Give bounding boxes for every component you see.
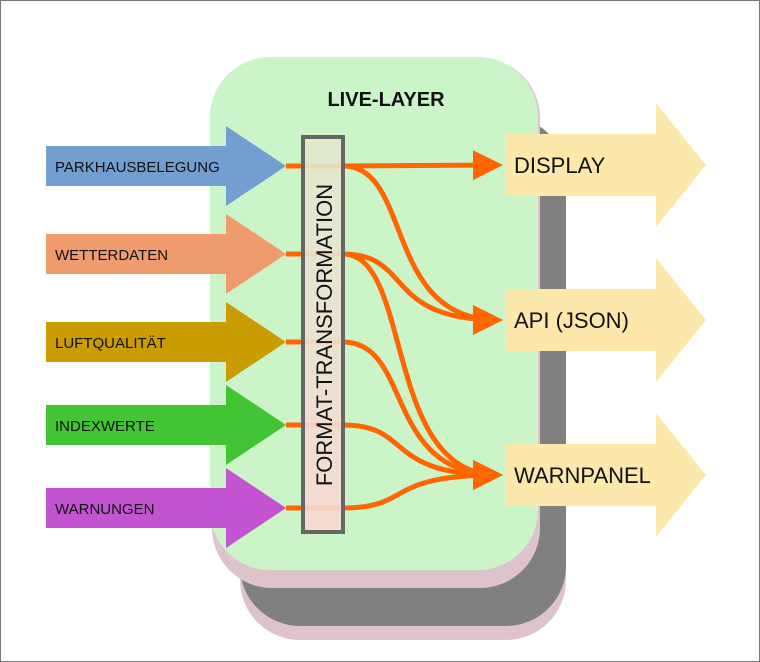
output-arrow-shape	[505, 258, 706, 382]
input-arrow-shape	[46, 126, 286, 206]
input-arrow-index[interactable]: INDEXWERTE	[46, 385, 286, 465]
output-arrow-api[interactable]: API (JSON)	[505, 258, 706, 382]
connector-index-to-warnpanel	[342, 422, 503, 490]
input-arrow-parkhaus[interactable]: PARKHAUSBELEGUNG	[46, 126, 286, 206]
input-arrow-shape	[46, 468, 286, 548]
output-label-warnpanel: WARNPANEL	[514, 463, 651, 488]
input-arrow-shape	[46, 302, 286, 382]
input-label-warnungen: WARNUNGEN	[55, 501, 154, 518]
connector-parkhaus-to-display	[342, 150, 503, 181]
input-label-wetter: WETTERDATEN	[55, 247, 168, 264]
output-arrows: DISPLAY API (JSON) WARNPANEL	[505, 103, 706, 537]
connector-parkhaus-to-api	[342, 163, 503, 335]
input-arrow-luft[interactable]: LUFTQUALITÄT	[46, 302, 286, 382]
output-label-display: DISPLAY	[514, 153, 606, 178]
live-layer-title: LIVE-LAYER	[327, 89, 445, 111]
input-arrow-warnungen[interactable]: WARNUNGEN	[46, 468, 286, 548]
input-arrow-shape	[46, 385, 286, 465]
connector-warnungen-to-warnpanel	[342, 460, 503, 511]
input-label-index: INDEXWERTE	[55, 418, 155, 435]
input-arrows: PARKHAUSBELEGUNG WETTERDATEN LUFTQUALITÄT I…	[46, 126, 286, 548]
connector-wetter-to-api	[342, 251, 503, 335]
output-arrow-shape	[505, 413, 706, 537]
input-label-luft: LUFTQUALITÄT	[55, 335, 166, 352]
format-transformation-label: FORMAT-TRANSFORMATION	[312, 184, 337, 486]
input-arrow-wetter[interactable]: WETTERDATEN	[46, 214, 286, 294]
connector-wetter-to-warnpanel	[342, 251, 503, 490]
output-arrow-shape	[505, 103, 706, 227]
output-label-api: API (JSON)	[514, 308, 629, 333]
connector-luft-to-warnpanel	[342, 339, 503, 490]
format-transformation-box[interactable]: FORMAT-TRANSFORMATION	[301, 135, 345, 534]
input-label-parkhaus: PARKHAUSBELEGUNG	[55, 159, 220, 176]
input-arrow-shape	[46, 214, 286, 294]
output-arrow-display[interactable]: DISPLAY	[505, 103, 706, 227]
live-layer-box	[210, 57, 538, 570]
output-arrow-warnpanel[interactable]: WARNPANEL	[505, 413, 706, 537]
